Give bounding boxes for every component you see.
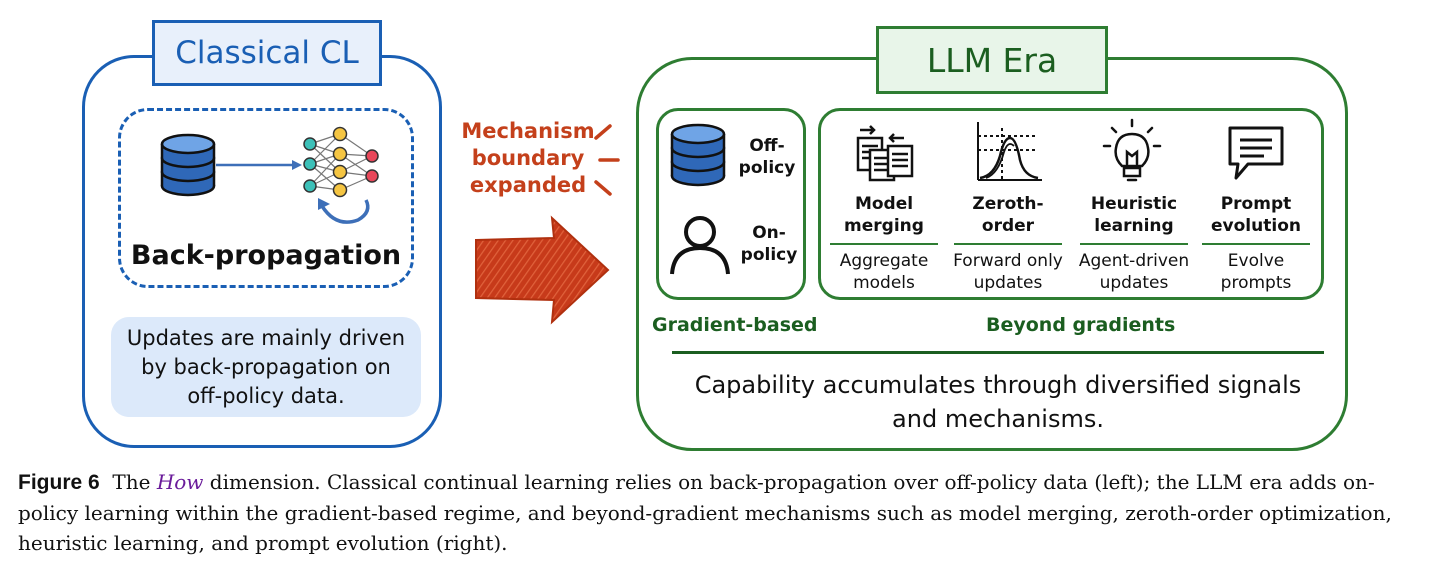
method-desc-model-merging: Aggregate models xyxy=(839,251,929,293)
method-name-model-merging: Model merging xyxy=(844,194,924,236)
llm-era-title: LLM Era xyxy=(876,26,1108,94)
method-divider xyxy=(1202,243,1310,245)
curve-icon xyxy=(977,122,1042,181)
llm-era-summary: Capability accumulates through diversifi… xyxy=(694,371,1302,433)
emphasis-ticks-icon xyxy=(594,124,620,196)
beyond-gradients-box xyxy=(818,108,1324,300)
mechanism-line-2: boundary xyxy=(471,146,585,170)
classical-note: Updates are mainly driven by back-propag… xyxy=(111,317,421,417)
neural-network-icon xyxy=(303,126,379,224)
off-policy-label: Off-policy xyxy=(738,136,796,178)
back-propagation-box xyxy=(118,108,414,288)
back-propagation-label: Back-propagation xyxy=(130,240,402,271)
mechanism-line-3: expanded xyxy=(469,173,587,197)
data-flow-arrow xyxy=(216,160,302,170)
on-policy-label: On-policy xyxy=(740,223,798,265)
lightbulb-icon xyxy=(1102,118,1162,182)
method-desc-prompt-evolution: Evolve prompts xyxy=(1220,251,1292,293)
figure-label: Figure 6 xyxy=(18,471,100,494)
caption-how-word: How xyxy=(156,470,204,494)
method-name-prompt-evolution: Prompt evolution xyxy=(1211,194,1301,236)
figure-caption: Figure 6 The How dimension. Classical co… xyxy=(18,467,1428,558)
classical-cl-title: Classical CL xyxy=(152,20,382,86)
method-divider xyxy=(830,243,938,245)
gradient-based-label: Gradient-based xyxy=(652,314,818,336)
method-name-zeroth-order: Zeroth-order xyxy=(972,194,1044,236)
method-divider xyxy=(954,243,1062,245)
person-icon xyxy=(670,216,730,275)
database-icon xyxy=(670,123,726,187)
gradient-based-box xyxy=(656,108,806,300)
caption-text-body: dimension. Classical continual learning … xyxy=(18,470,1392,555)
beyond-gradients-label: Beyond gradients xyxy=(986,314,1176,336)
method-desc-zeroth-order: Forward only updates xyxy=(953,251,1063,293)
mechanism-boundary-text: Mechanism boundary expanded xyxy=(458,118,598,199)
method-divider xyxy=(1080,243,1188,245)
mechanism-line-1: Mechanism xyxy=(461,119,595,143)
method-name-heuristic-learning: Heuristic learning xyxy=(1090,194,1178,236)
chat-icon xyxy=(1228,126,1284,180)
method-desc-heuristic-learning: Agent-driven updates xyxy=(1078,251,1190,293)
merge-icon xyxy=(856,125,914,182)
database-icon xyxy=(160,133,216,197)
caption-text-start: The xyxy=(112,470,151,494)
big-arrow-icon xyxy=(475,215,610,325)
summary-divider xyxy=(672,351,1324,354)
